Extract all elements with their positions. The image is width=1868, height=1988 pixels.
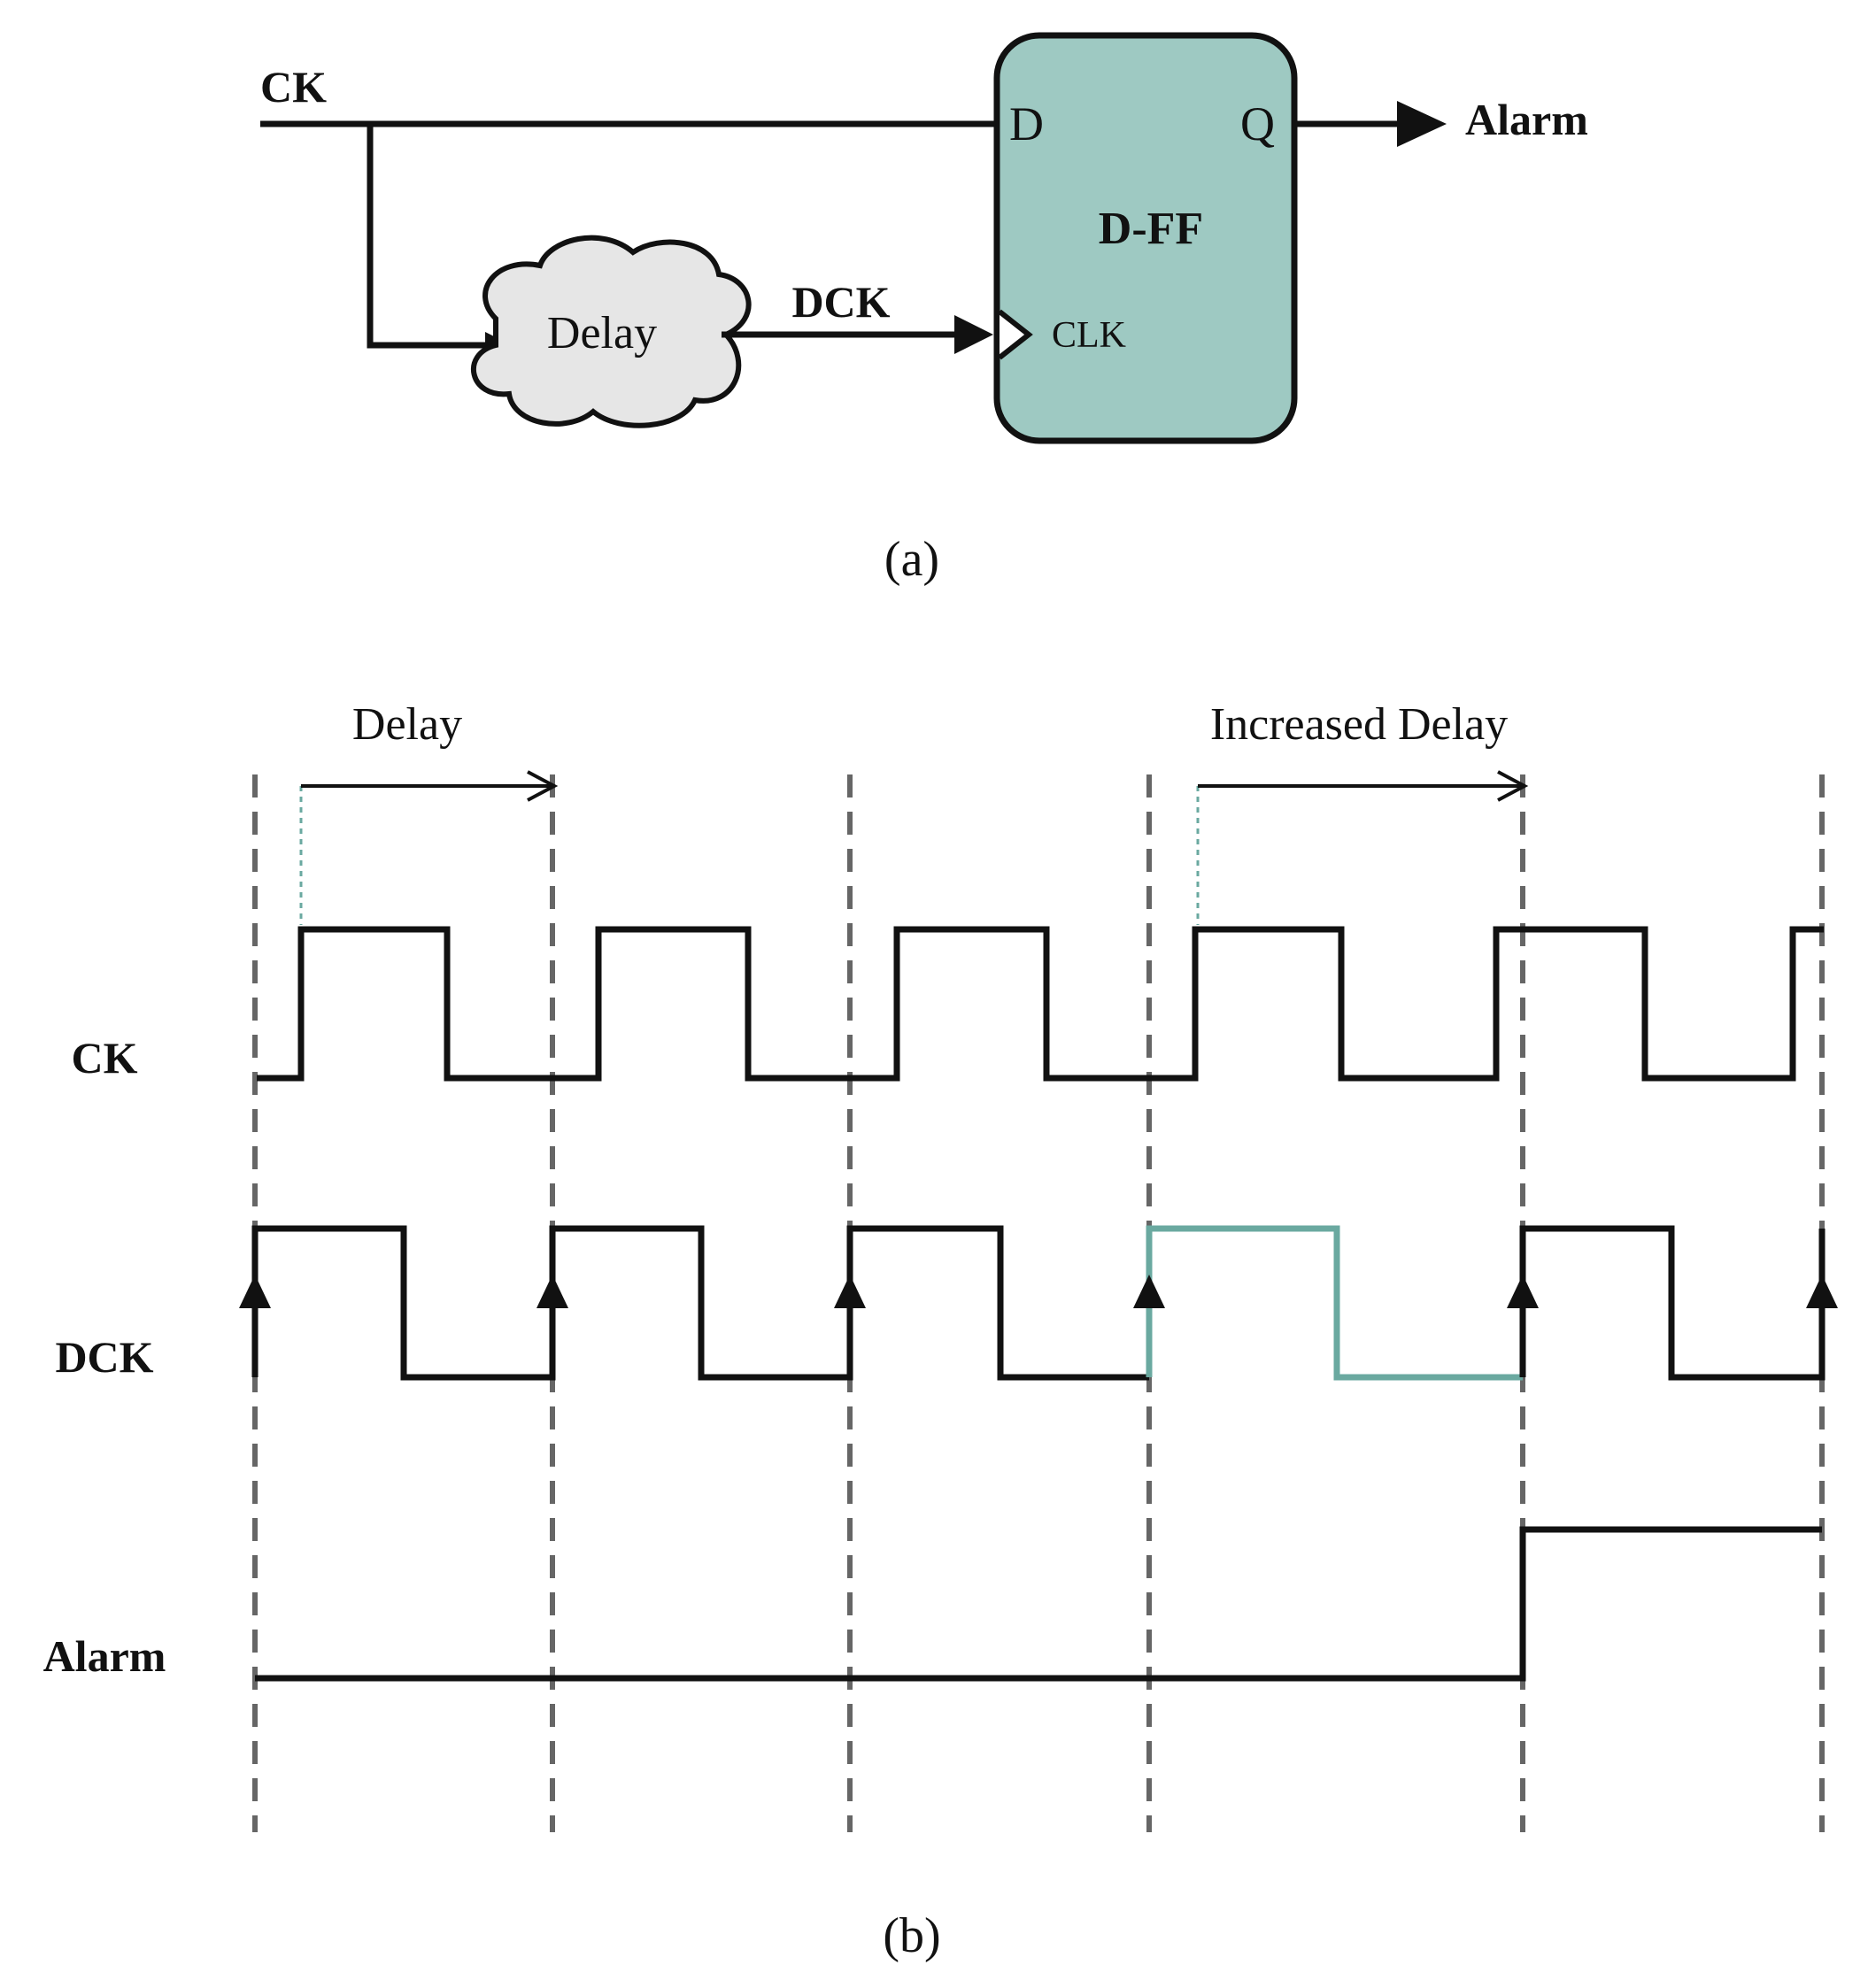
ck-branch-wire [367,124,496,349]
sample-arrow-5 [1507,1275,1539,1308]
delay-annotation-arrowhead [527,770,559,802]
dck-waveform-part-2 [1519,1225,1826,1381]
ck-input-label: CK [260,62,327,112]
dck-waveform-part-1 [251,1225,1149,1381]
dff-q-pin: Q [1240,97,1275,150]
panel-a-circuit: CK Delay DCK D-FF D Q CLK Alarm (a) [260,32,1588,587]
increased-delay-annotation-arrowhead [1497,770,1529,802]
dck-wire-label: DCK [791,277,890,327]
alarm-output-label: Alarm [1465,95,1588,144]
q-output-arrowhead [1397,101,1447,147]
delay-annotation-label: Delay [352,699,462,750]
alarm-waveform [255,1526,1822,1682]
dff-d-pin: D [1009,97,1044,150]
ck-waveform [257,926,1824,1082]
alarm-signal-label: Alarm [43,1631,166,1681]
sample-arrow-4 [1133,1275,1165,1308]
dff-block [993,32,1298,444]
dck-arrowhead [954,315,993,354]
dck-waveform-delayed [1146,1225,1523,1381]
panel-b-timing: Delay Increased Delay CK DCK Alarm (b) [43,699,1838,1963]
sample-arrow-6 [1806,1275,1838,1308]
clk-triangle [998,309,1033,360]
ck-signal-label: CK [72,1033,138,1083]
sample-arrow-3 [834,1275,866,1308]
sample-arrows [239,1275,1838,1308]
delay-block-label: Delay [547,308,657,358]
sample-arrow-2 [536,1275,568,1308]
sample-arrow-1 [239,1275,271,1308]
dff-title: D-FF [1099,204,1203,254]
panel-a-label: (a) [884,532,939,587]
dck-signal-label: DCK [55,1332,153,1382]
dff-clk-pin: CLK [1052,315,1126,356]
guide-lines [252,774,1825,1832]
increased-delay-annotation-label: Increased Delay [1210,699,1508,750]
panel-b-label: (b) [883,1908,940,1963]
